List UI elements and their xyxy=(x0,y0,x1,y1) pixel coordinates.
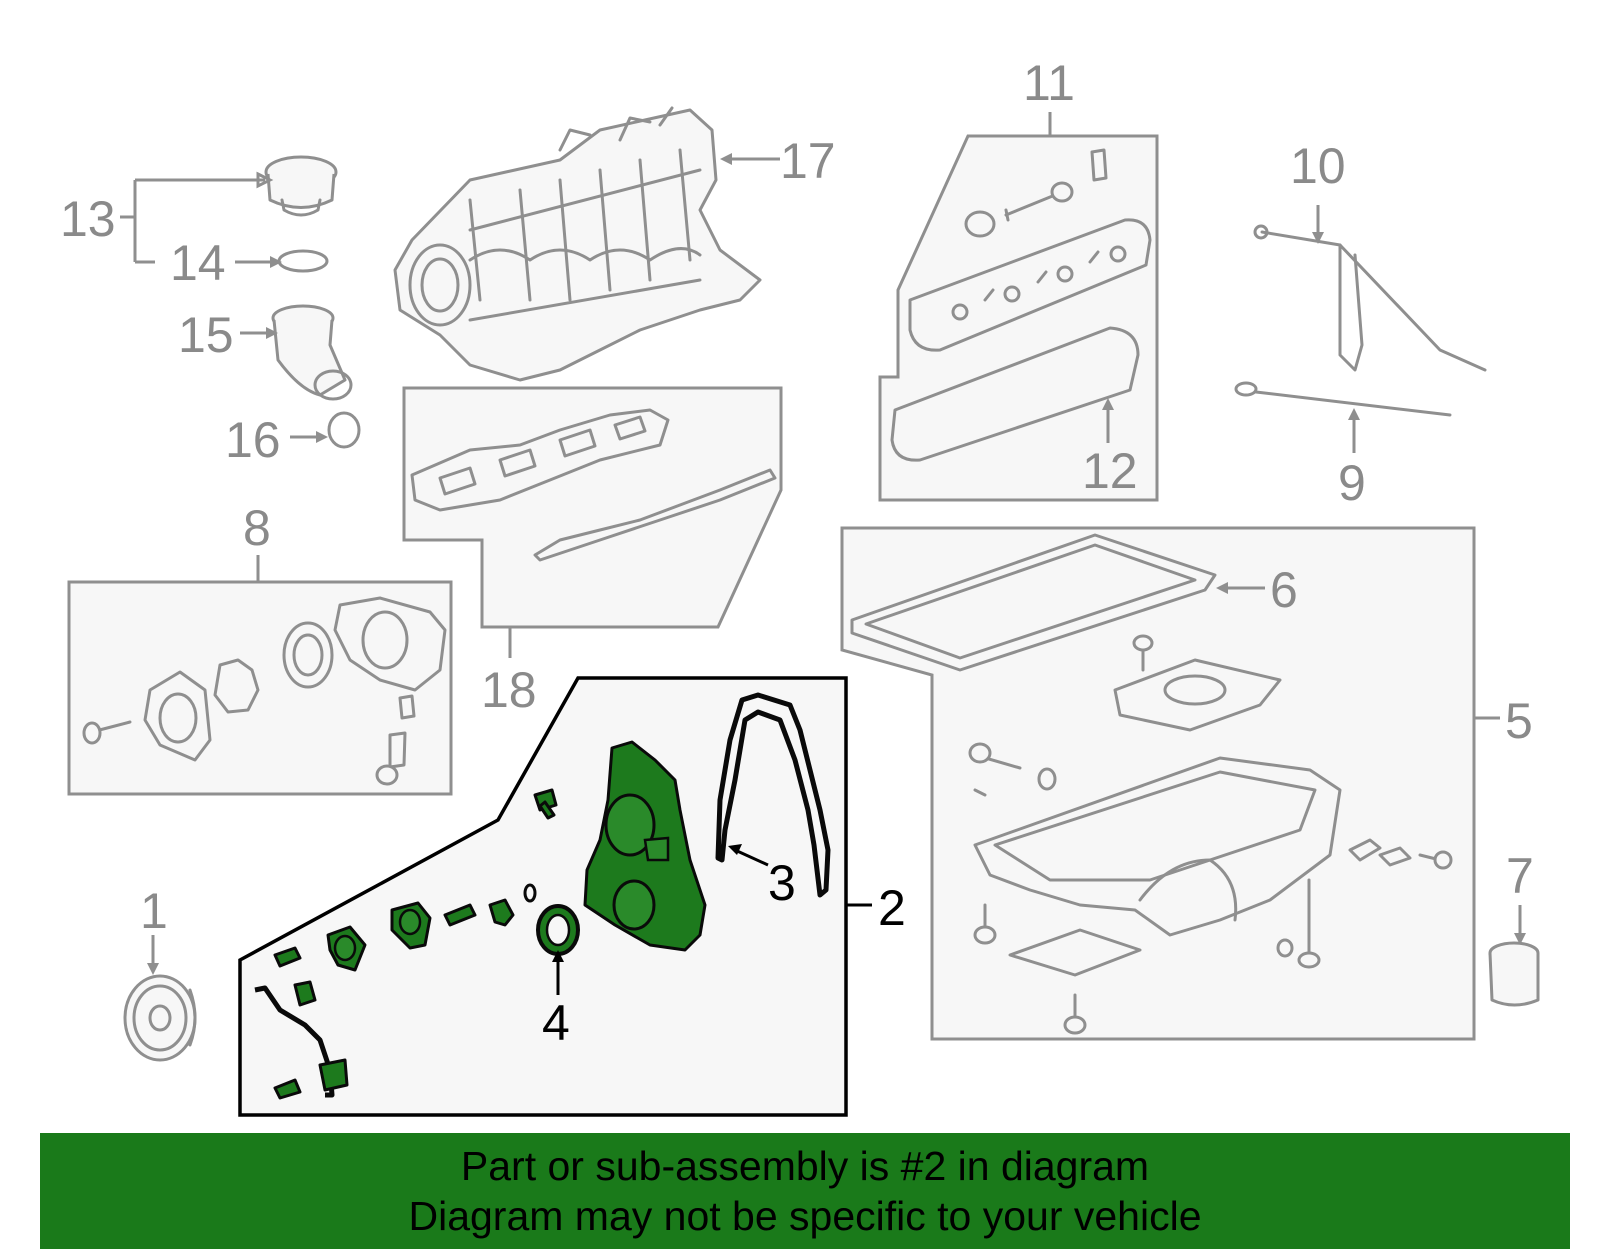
callout-14[interactable]: 14 xyxy=(170,235,226,291)
callout-16[interactable]: 16 xyxy=(225,412,281,468)
callout-5[interactable]: 5 xyxy=(1505,693,1533,749)
group-box-2[interactable] xyxy=(238,676,848,1117)
timing-cover-gasket-part[interactable] xyxy=(715,692,831,898)
dipstick-part[interactable] xyxy=(1234,381,1452,417)
callout-18[interactable]: 18 xyxy=(481,662,537,718)
crankshaft-balancer-part[interactable] xyxy=(123,974,197,1062)
callout-8[interactable]: 8 xyxy=(243,500,271,556)
filler-tube-o-ring-part[interactable] xyxy=(327,411,361,449)
callout-11[interactable]: 11 xyxy=(1023,55,1075,111)
banner-line-part-number: Part or sub-assembly is #2 in diagram xyxy=(460,1143,1150,1189)
oil-filler-cap-part[interactable] xyxy=(264,155,338,217)
callout-3[interactable]: 3 xyxy=(768,855,796,911)
callout-15[interactable]: 15 xyxy=(178,307,234,363)
highlight-info-banner: Part or sub-assembly is #2 in diagram Di… xyxy=(40,1133,1570,1249)
front-crankshaft-seal-part[interactable] xyxy=(536,904,580,956)
callout-1[interactable]: 1 xyxy=(140,883,168,939)
valve-cover-bolt-part[interactable] xyxy=(964,148,1108,238)
callout-4[interactable]: 4 xyxy=(542,995,570,1051)
callout-7[interactable]: 7 xyxy=(1506,848,1534,904)
valve-cover-part[interactable] xyxy=(908,218,1152,352)
callout-6[interactable]: 6 xyxy=(1270,562,1298,618)
leader-3 xyxy=(734,848,769,867)
valve-cover-gasket-part[interactable] xyxy=(890,326,1140,462)
callout-10[interactable]: 10 xyxy=(1290,138,1346,194)
oil-pump-part[interactable] xyxy=(82,596,447,786)
leader-13 xyxy=(120,178,265,264)
callout-13[interactable]: 13 xyxy=(60,191,116,247)
oil-filter-part[interactable] xyxy=(1488,941,1540,1007)
callout-17[interactable]: 17 xyxy=(780,133,836,189)
intake-manifold-part[interactable] xyxy=(393,106,762,382)
banner-line-disclaimer: Diagram may not be specific to your vehi… xyxy=(408,1193,1202,1239)
oil-pan-gasket-part[interactable] xyxy=(850,533,1217,672)
timing-cover-part[interactable] xyxy=(583,740,707,952)
callout-2[interactable]: 2 xyxy=(878,880,906,936)
callout-9[interactable]: 9 xyxy=(1338,455,1366,511)
timing-cover-small-parts[interactable] xyxy=(254,788,558,1100)
oil-pan-part[interactable] xyxy=(968,634,1453,1035)
oil-filler-tube-part[interactable] xyxy=(271,304,353,401)
dipstick-tube-part[interactable] xyxy=(1253,224,1487,372)
callout-12[interactable]: 12 xyxy=(1082,443,1138,499)
filler-cap-seal-part[interactable] xyxy=(277,249,329,273)
intake-gasket-part[interactable] xyxy=(410,408,777,562)
